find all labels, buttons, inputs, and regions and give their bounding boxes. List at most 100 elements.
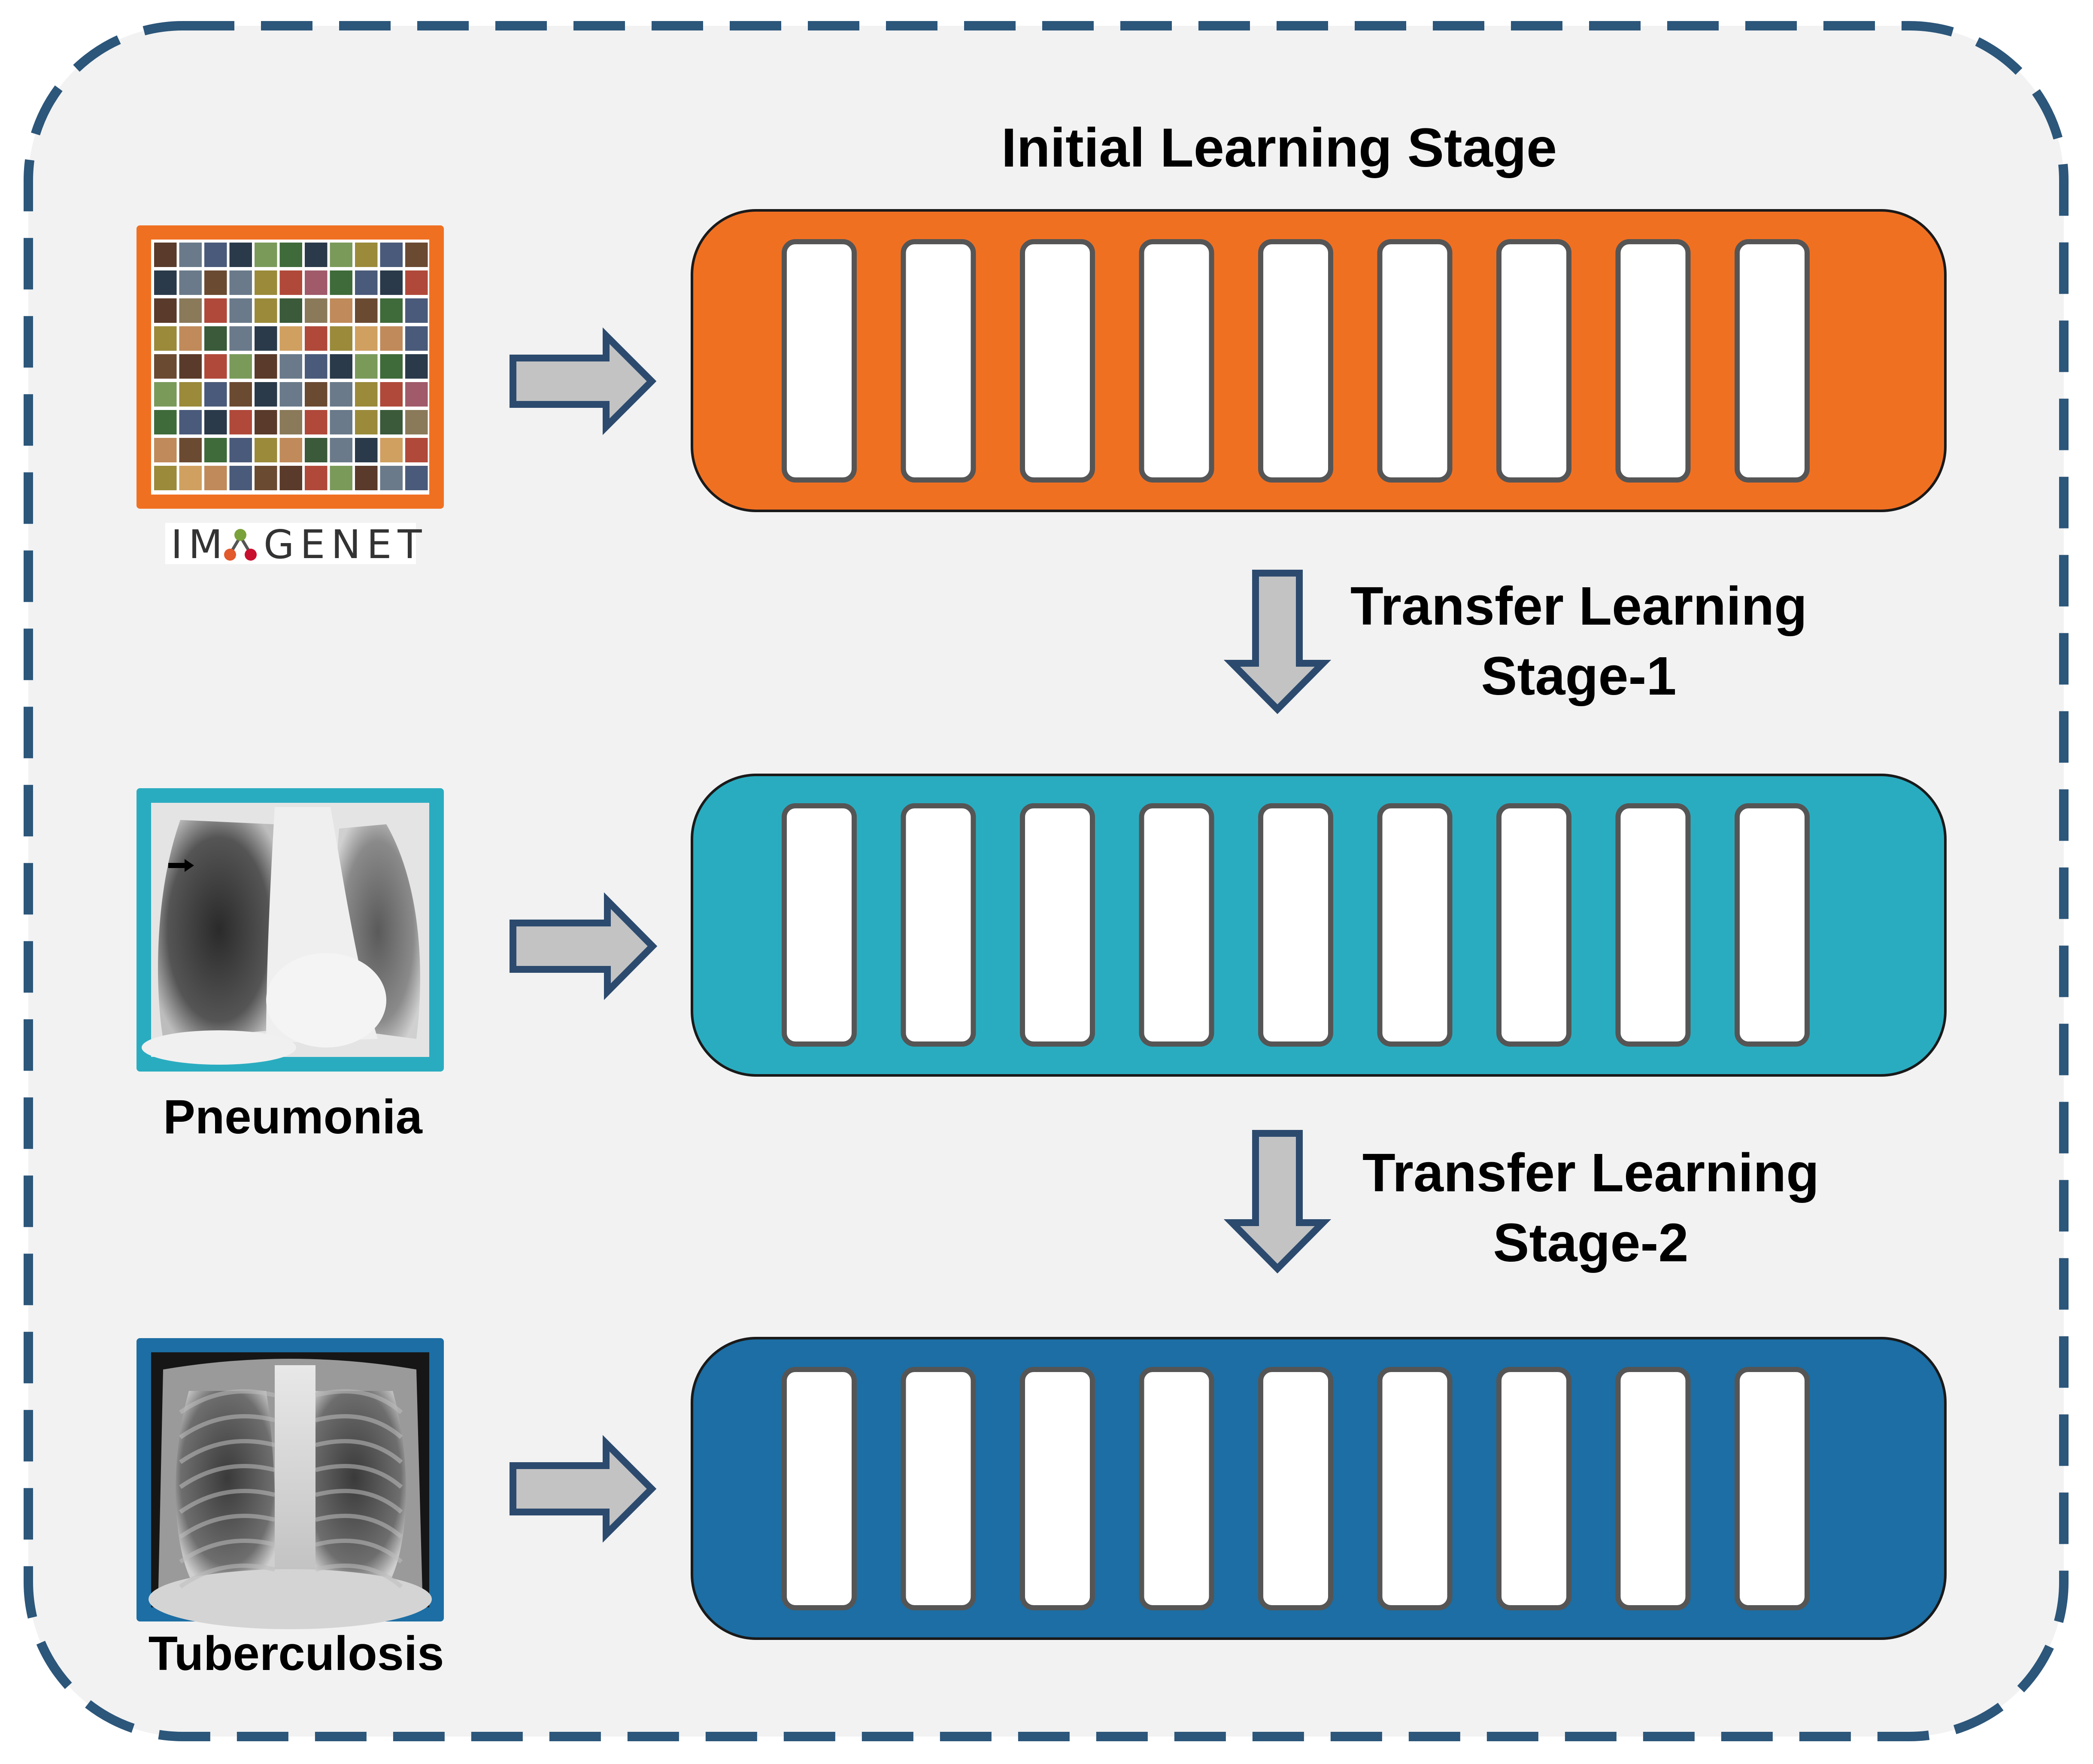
xray-rib — [179, 1439, 276, 1464]
imagenet-thumbnail — [380, 243, 403, 267]
imagenet-thumbnail — [204, 382, 227, 407]
imagenet-thumbnail — [204, 326, 227, 351]
imagenet-thumbnail — [179, 243, 202, 267]
imagenet-thumbnail — [405, 326, 428, 351]
xray-marker-arrow-icon — [168, 859, 194, 872]
imagenet-thumbnail — [330, 270, 352, 295]
imagenet-thumbnail — [279, 466, 302, 490]
stage-1-layer-4 — [1139, 803, 1214, 1047]
initial-stage-layer-8 — [1615, 239, 1691, 483]
initial-stage-layer-6 — [1377, 239, 1453, 483]
imagenet-thumbnail — [255, 466, 277, 490]
xray-rib — [315, 1539, 403, 1564]
stage-1-layer-3 — [1020, 803, 1095, 1047]
imagenet-thumbnail — [204, 298, 227, 323]
xray-rib — [315, 1439, 403, 1464]
imagenet-thumbnail — [380, 270, 403, 295]
initial-stage-layer-2 — [901, 239, 976, 483]
xray-rib — [315, 1414, 403, 1439]
imagenet-thumbnail — [405, 382, 428, 407]
imagenet-thumbnail — [330, 410, 352, 434]
imagenet-thumbnail — [380, 382, 403, 407]
initial-stage-layer-5 — [1258, 239, 1333, 483]
imagenet-thumbnail — [255, 270, 277, 295]
transfer-label-1: Transfer Learning Stage-1 — [1350, 576, 1807, 706]
tuberculosis-xray-image — [136, 1338, 444, 1629]
imagenet-thumbnail — [305, 326, 328, 351]
initial-stage-layer-7 — [1496, 239, 1571, 483]
xray-rib — [179, 1389, 276, 1415]
imagenet-thumbnail — [229, 298, 252, 323]
xray-rib — [315, 1489, 403, 1514]
initial-stage-layer-4 — [1139, 239, 1214, 483]
imagenet-thumbnail — [229, 466, 252, 490]
pneumonia-label: Pneumonia — [163, 1090, 422, 1144]
xray-rib — [315, 1464, 403, 1489]
imagenet-thumbnail — [229, 410, 252, 434]
imagenet-thumbnail — [179, 438, 202, 462]
imagenet-thumbnail — [405, 466, 428, 490]
initial-stage-layer-9 — [1735, 239, 1810, 483]
imagenet-thumbnail — [279, 382, 302, 407]
imagenet-thumbnail — [179, 270, 202, 295]
svg-text:GENET: GENET — [264, 522, 428, 568]
imagenet-thumbnail — [330, 326, 352, 351]
transfer-2-line2: Stage-2 — [1493, 1212, 1688, 1273]
imagenet-thumbnail — [305, 438, 328, 462]
stage-1-layer-5 — [1258, 803, 1333, 1047]
imagenet-thumbnail — [279, 410, 302, 434]
imagenet-thumbnail — [279, 243, 302, 267]
imagenet-thumbnail — [229, 382, 252, 407]
imagenet-thumbnail — [154, 438, 177, 462]
input-arrow-icon-initial — [510, 327, 657, 435]
imagenet-thumbnail — [380, 410, 403, 434]
imagenet-thumbnail — [279, 354, 302, 379]
pneumonia-xray-image — [136, 788, 444, 1072]
xray-rib — [315, 1564, 403, 1588]
imagenet-thumbnail — [179, 410, 202, 434]
imagenet-mosaic — [154, 243, 428, 490]
imagenet-thumbnail — [179, 298, 202, 323]
imagenet-thumbnail — [279, 270, 302, 295]
imagenet-thumbnail — [229, 354, 252, 379]
transfer-arrow-icon-1 — [1223, 570, 1332, 714]
svg-text:IM: IM — [171, 522, 229, 568]
imagenet-thumbnail — [405, 243, 428, 267]
imagenet-thumbnail — [255, 438, 277, 462]
stage-2-layer-3 — [1020, 1367, 1095, 1610]
tuberculosis-label: Tuberculosis — [149, 1627, 444, 1680]
imagenet-thumbnail — [355, 466, 378, 490]
imagenet-thumbnail — [229, 270, 252, 295]
imagenet-logo-tree-icon — [224, 529, 257, 561]
imagenet-thumbnail — [255, 298, 277, 323]
imagenet-thumbnail — [279, 298, 302, 323]
stage-2-layer-2 — [901, 1367, 976, 1610]
xray-rib — [315, 1389, 403, 1414]
imagenet-thumbnail — [204, 270, 227, 295]
imagenet-thumbnail — [380, 326, 403, 351]
imagenet-thumbnail — [355, 326, 378, 351]
stage-1-layer-7 — [1496, 803, 1571, 1047]
imagenet-thumbnail — [405, 410, 428, 434]
network-stage-1 — [691, 774, 1947, 1077]
imagenet-thumbnail — [355, 298, 378, 323]
stage-1-layer-9 — [1735, 803, 1810, 1047]
stage-2-layer-9 — [1735, 1367, 1810, 1610]
imagenet-thumbnail — [305, 354, 328, 379]
imagenet-thumbnail — [380, 438, 403, 462]
imagenet-thumbnail — [154, 410, 177, 434]
imagenet-thumbnail — [204, 243, 227, 267]
stage-1-layer-1 — [782, 803, 857, 1047]
imagenet-thumbnail — [255, 354, 277, 379]
xray-rib — [315, 1514, 403, 1539]
stage-2-layer-8 — [1615, 1367, 1691, 1610]
transfer-1-line1: Transfer Learning — [1350, 576, 1807, 636]
imagenet-thumbnail — [405, 298, 428, 323]
imagenet-thumbnail — [380, 354, 403, 379]
imagenet-thumbnail — [405, 270, 428, 295]
imagenet-thumbnail — [229, 326, 252, 351]
transfer-label-2: Transfer Learning Stage-2 — [1362, 1142, 1819, 1273]
imagenet-thumbnail — [305, 410, 328, 434]
imagenet-thumbnail — [355, 243, 378, 267]
input-arrow-icon-pneumonia — [510, 892, 658, 1000]
